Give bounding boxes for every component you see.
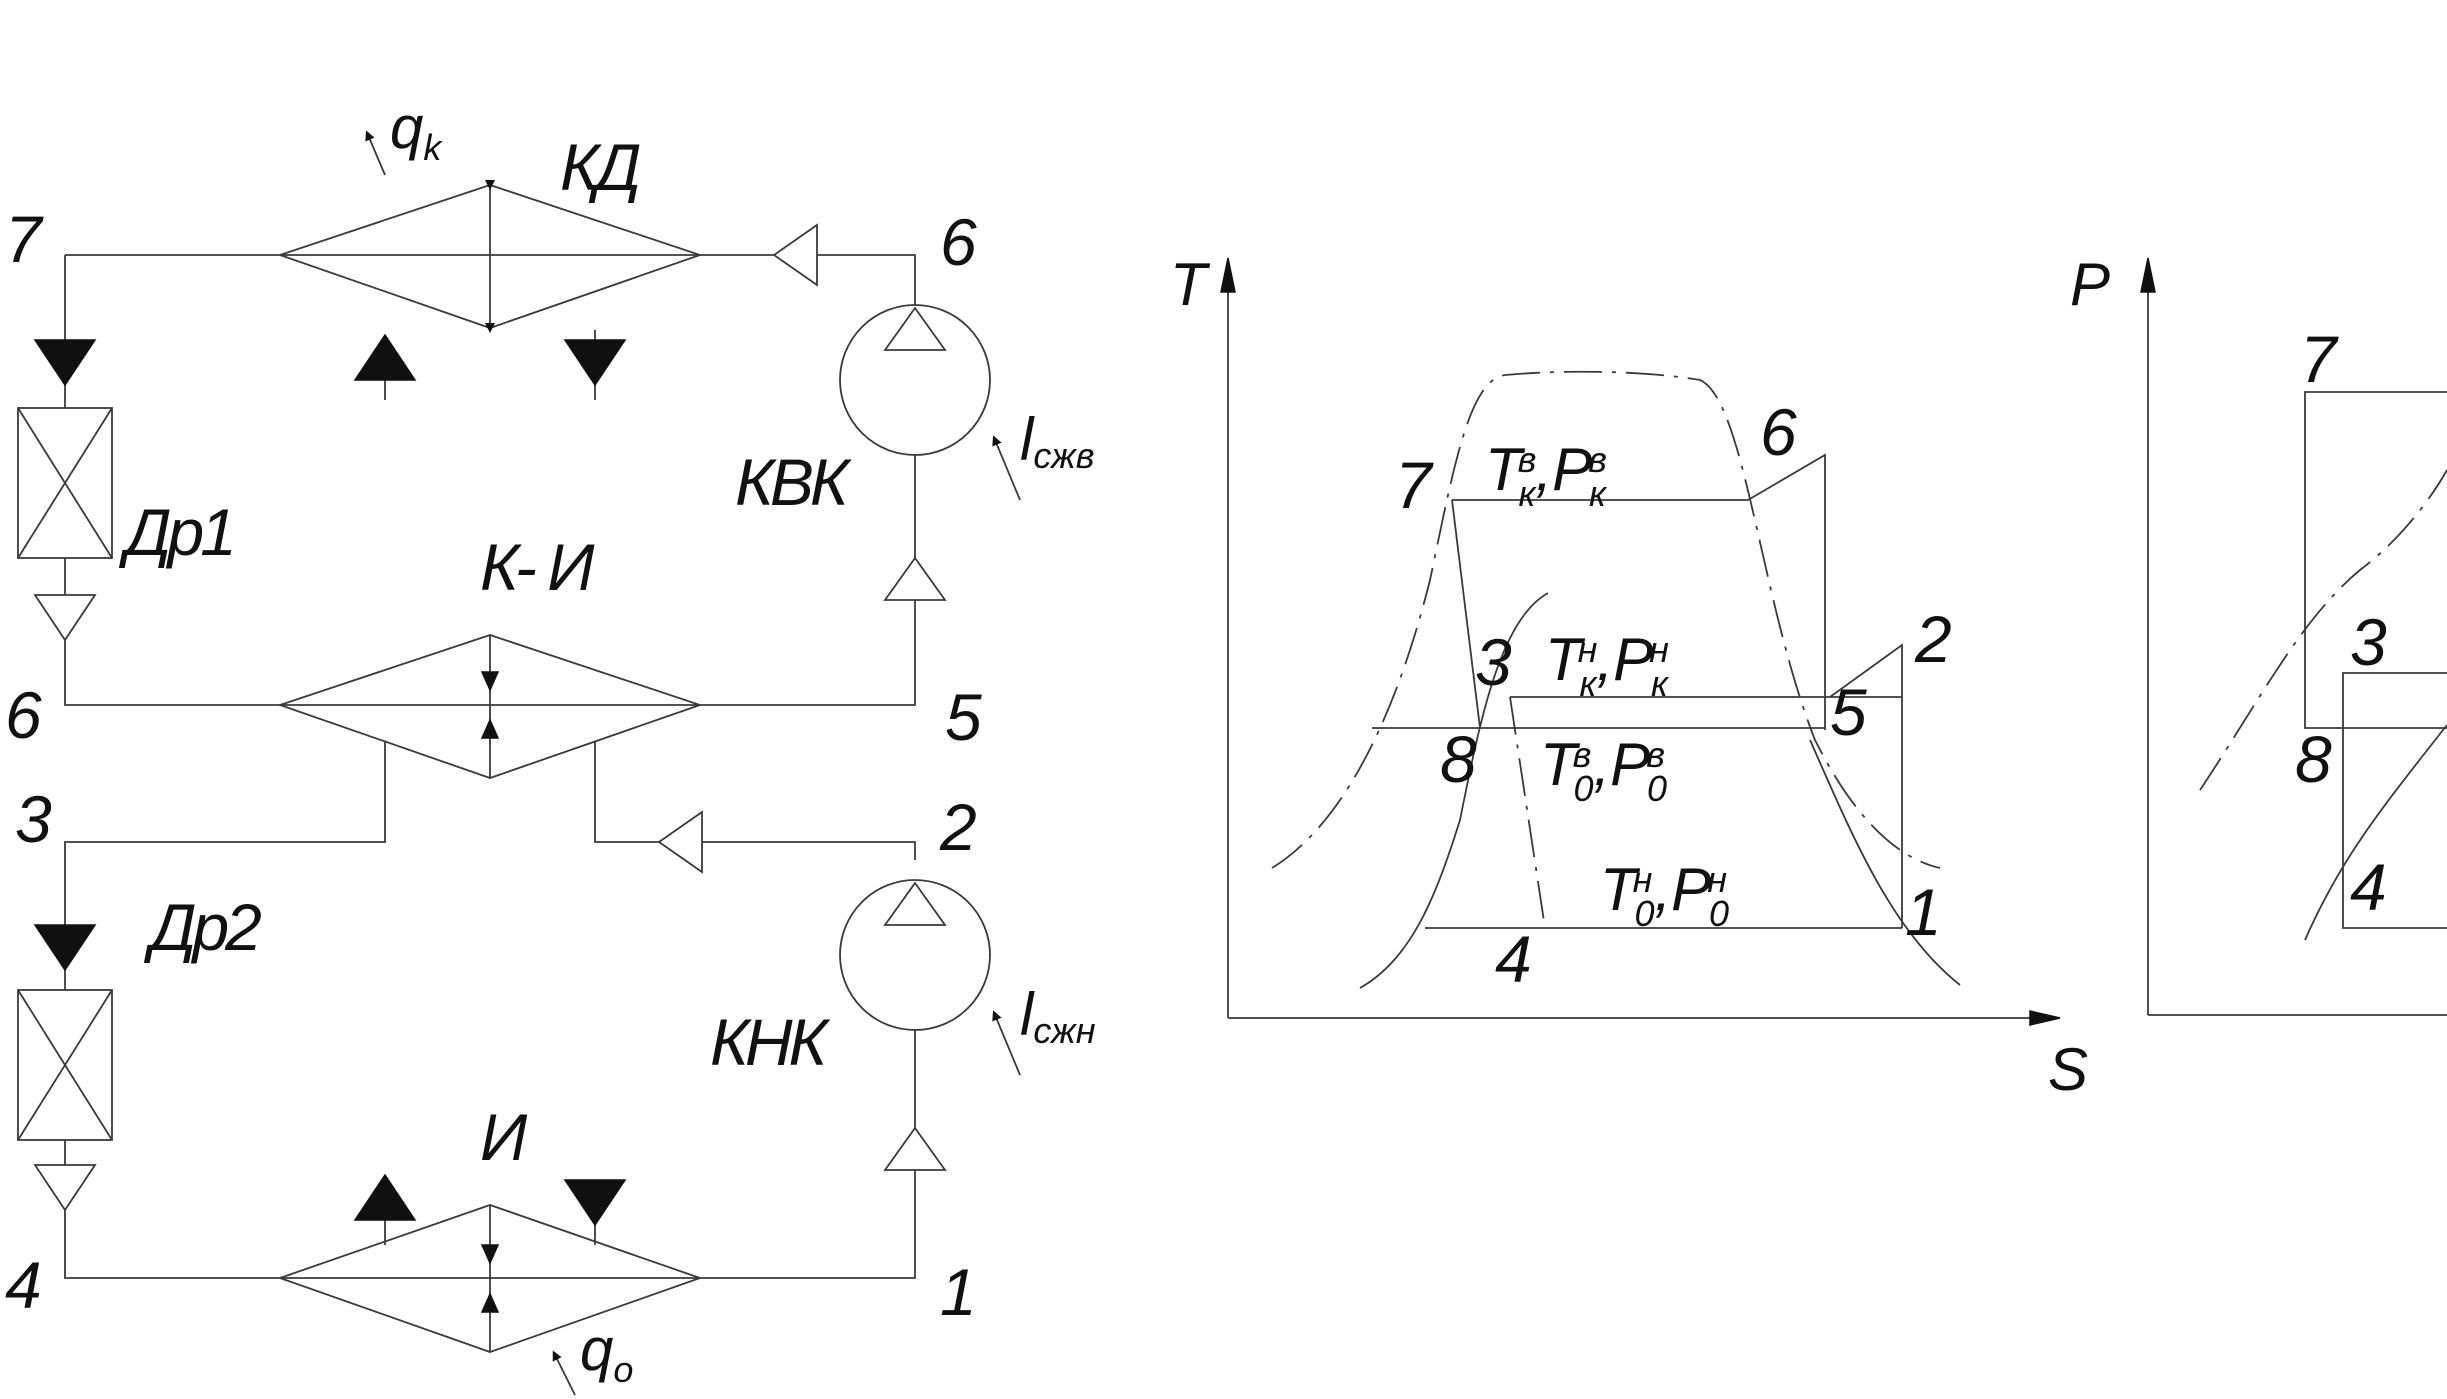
ph-point-3: 3 [2350,605,2387,679]
cascade-exchanger: К- И [277,530,703,779]
point-5: 5 [945,680,982,754]
ts-y-label: T [1170,251,1211,318]
evaporator-label: И [480,1100,528,1174]
point-2: 2 [939,790,977,864]
throttle-2-cross-b [17,989,113,1141]
pipe-ki-to-5 [700,455,916,706]
ts-low-throttle [1509,696,1546,929]
compressor-low: lсжн КНК [710,879,1096,1079]
evaporator-medium-out-arrow [563,1179,627,1227]
ts-low-compression [1829,643,1903,928]
cascade-label: К- И [480,530,595,604]
compressor-low-label: КНК [710,1005,831,1079]
ts-point-1: 1 [1905,875,1942,949]
flow-arrow-5-up [883,556,947,601]
compressor-low-arrow [883,881,947,926]
ts-point-8: 8 [1440,722,1477,796]
flow-arrow-to-ki [657,810,703,874]
flow-arrow-3-down [33,924,97,972]
ts-point-7: 7 [1395,448,1434,522]
condenser: qk КД [277,94,703,400]
pipe-evap-to-1 [700,1030,916,1279]
work-high-label: lсжв [1020,406,1095,476]
ph-high-cycle [2304,391,2447,729]
heat-qo-arrow [552,1350,576,1396]
flow-arrow-7-down [33,339,97,387]
work-low-label: lсжн [1020,981,1096,1051]
heat-qo-label: qo [580,1316,633,1390]
throttle-2-box [17,989,113,1141]
condenser-coolant-out-arrow [563,339,627,387]
flow-arrow-to-condenser [772,223,818,287]
ph-point-7: 7 [2300,322,2339,396]
evaporator: qo И [277,1100,703,1396]
flow-arrow-throttle1-out [33,594,97,642]
throttle-2-label: Др2 [143,890,261,964]
evaporator-medium-in-arrow [353,1173,417,1221]
condenser-coolant-in-arrow [353,333,417,381]
ts-dome-high [1271,370,1941,869]
throttle-1: Др1 [17,407,237,569]
throttle-1-box [17,407,113,559]
throttle-1-label: Др1 [118,495,233,569]
ph-low-cycle [2342,672,2447,929]
work-high-arrow [992,435,1021,501]
ph-point-4: 4 [2350,850,2387,924]
ts-point-6: 6 [1760,395,1797,469]
ph-y-label: P [2070,251,2110,318]
heat-qk-arrow [365,130,386,176]
pipe-throttle1-to-ki [64,558,280,706]
ts-point-4: 4 [1495,922,1532,996]
compressor-high-circle [839,304,991,456]
ph-diagram: P 7 3 8 4 [2070,251,2447,1016]
ph-point-8: 8 [2295,722,2332,796]
ts-x-arrow [2029,1010,2061,1026]
ph-dome-low [2304,724,2447,941]
heat-qk-label: qk [390,94,443,168]
throttle-2: Др2 [17,890,265,1141]
point-1: 1 [940,1255,977,1329]
ph-y-arrow [2140,257,2156,293]
point-3: 3 [15,782,52,856]
ts-high-throttle [1451,499,1481,729]
condenser-label: КД [560,130,640,204]
flow-arrow-1-up [883,1126,947,1171]
cycle-schematic: qk КД Др1 lсжв КВК [5,94,1096,1396]
ts-point-5: 5 [1830,675,1867,749]
evaporator-arrow-up [480,1292,500,1313]
flow-arrow-throttle2-out [33,1164,97,1212]
pipe-condenser-to-6 [700,254,916,305]
point-6-top: 6 [940,205,977,279]
compressor-high-arrow [883,306,947,351]
pipe-ki-to-throttle2 [64,742,386,990]
pipe-2-to-ki [594,742,916,860]
point-6-left: 6 [5,678,42,752]
evaporator-arrow-down [480,1244,500,1265]
compressor-high: lсжв КВК [735,304,1095,519]
cascade-arrow-down [480,671,500,692]
ts-y-arrow [1220,257,1236,293]
ts-high-condensation [1452,453,1826,730]
compressor-low-circle [839,879,991,1031]
ts-point-3: 3 [1475,625,1512,699]
compressor-high-label: КВК [735,445,852,519]
point-7: 7 [5,202,44,276]
ts-dome-low [1359,592,1961,989]
throttle-1-cross-b [17,407,113,559]
point-4: 4 [5,1248,42,1322]
ts-point-2: 2 [1914,602,1952,676]
cascade-arrow-up [480,718,500,739]
pipe-throttle2-to-evap [64,1140,280,1279]
work-low-arrow [992,1010,1021,1076]
ph-dome-high [2199,469,2447,791]
ts-x-label: S [2048,1036,2088,1103]
